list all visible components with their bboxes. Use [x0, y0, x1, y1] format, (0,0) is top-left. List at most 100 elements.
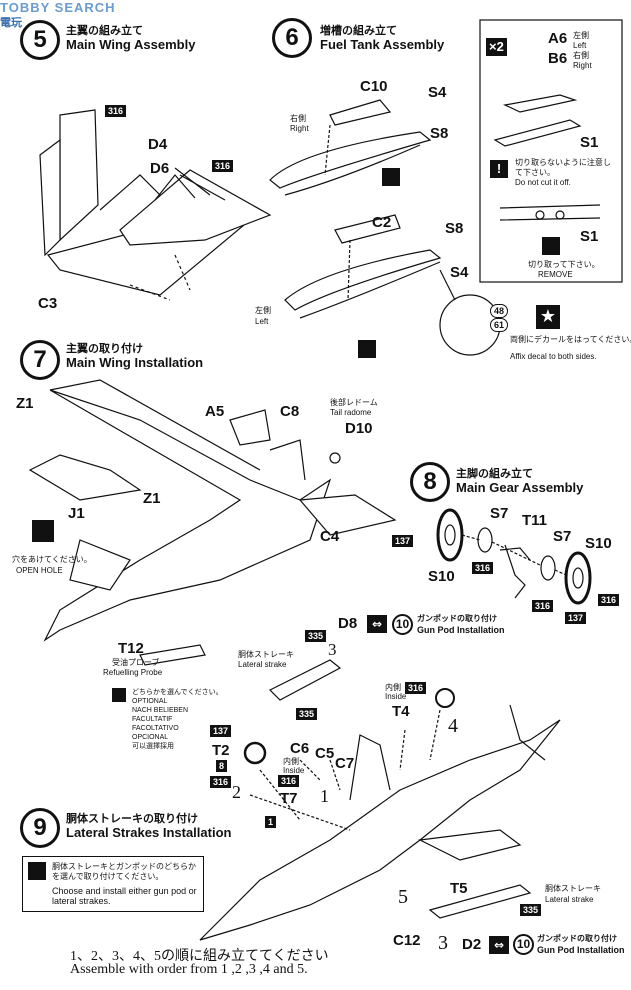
step-5-title-jp: 主翼の組み立て	[66, 25, 143, 37]
drill-icon	[32, 520, 54, 542]
assembly-order-1: 1	[320, 786, 329, 806]
gun-pod-ref-b: 10	[513, 934, 534, 955]
corner-watermark: 電玩	[0, 17, 22, 29]
choose-icon	[28, 862, 46, 880]
b6-side-en: Right	[573, 61, 592, 70]
nocut-note-jp: 切り取らないように注意して下さい。	[515, 158, 611, 177]
gun-pod-note-en-a: Gun Pod Installation	[417, 625, 505, 635]
paint-ref-335-c: 335	[520, 904, 542, 916]
right-label-jp: 右側	[290, 114, 306, 123]
step-7-title-jp: 主翼の取り付け	[66, 343, 143, 355]
left-label-en: Left	[255, 317, 269, 326]
watermark-logo: TOBBY SEARCH	[0, 0, 116, 15]
part-t11: T11	[522, 512, 548, 529]
step-9-number: 9	[20, 808, 60, 848]
paint-chip-icon-b	[358, 340, 376, 358]
step-8-number: 8	[410, 462, 450, 502]
radome-note-jp: 後部レドーム	[330, 398, 378, 407]
remove-note-jp: 切り取って下さい。	[528, 260, 600, 269]
left-label-jp: 左側	[255, 306, 271, 315]
assembly-order-2: 2	[232, 782, 241, 802]
paint-ref-137-b: 137	[565, 612, 587, 624]
gun-pod-note-jp-b: ガンポッドの取り付け	[537, 934, 617, 943]
fuel-tank-drawing	[269, 99, 501, 356]
part-d10: D10	[345, 420, 373, 437]
part-s4-b: S4	[450, 264, 469, 281]
decal-ref-61: 61	[490, 318, 509, 332]
part-c6: C6	[290, 740, 310, 757]
part-s1-b: S1	[580, 228, 599, 245]
main-wing-parts-drawing	[39, 109, 272, 301]
assembly-order-4: 4	[448, 715, 458, 737]
remove-note-en: REMOVE	[538, 270, 573, 279]
paint-ref-316-h: 316	[278, 775, 300, 787]
paint-ref-316-c: 316	[472, 562, 494, 574]
paint-ref-316-g: 316	[210, 776, 232, 788]
part-c5: C5	[315, 745, 335, 762]
part-c4: C4	[320, 528, 340, 545]
part-d8: D8	[338, 615, 358, 632]
nocut-note-en: Do not cut it off.	[515, 178, 571, 187]
optional-icon	[112, 688, 126, 702]
paint-ref-335-b: 335	[296, 708, 318, 720]
paint-ref-335-a: 335	[305, 630, 327, 642]
part-d4: D4	[148, 136, 168, 153]
inside-note-jp-b: 内側	[283, 757, 299, 766]
part-s4-a: S4	[428, 84, 447, 101]
step-9-title-en: Lateral Strakes Installation	[66, 825, 232, 840]
step-6-title-jp: 増槽の組み立て	[320, 25, 397, 37]
strake-note-en-b: Lateral strake	[545, 895, 594, 904]
part-b6: B6	[548, 50, 568, 67]
paint-ref-1: 1	[265, 816, 277, 828]
paint-ref-8: 8	[216, 760, 228, 772]
inside-note-jp-a: 内側	[385, 683, 401, 692]
radome-note-en: Tail radome	[330, 408, 372, 417]
paint-ref-316-e: 316	[598, 594, 620, 606]
decal-note-en: Affix decal to both sides.	[510, 352, 597, 361]
right-label-en: Right	[290, 124, 309, 133]
paint-ref-137-a: 137	[392, 535, 414, 547]
part-c12: C12	[393, 932, 421, 949]
part-s8-b: S8	[445, 220, 464, 237]
part-t5: T5	[450, 880, 468, 897]
step-8-title-en: Main Gear Assembly	[456, 480, 584, 495]
paint-chip-icon-a	[382, 168, 400, 186]
aircraft-strake-installation-drawing	[199, 659, 561, 941]
optional-note: どちらかを選んでください。 OPTIONAL NACH BELIEBEN FAC…	[132, 689, 223, 750]
cut-icon	[542, 237, 560, 255]
step-7-title-en: Main Wing Installation	[66, 355, 204, 370]
hole-note-en: OPEN HOLE	[16, 566, 63, 575]
gun-pod-note-en-b: Gun Pod Installation	[537, 945, 625, 955]
decal-star-icon: ★	[536, 305, 560, 329]
strake-note-jp-b: 胴体ストレーキ	[545, 884, 601, 893]
strake-note-en-a: Lateral strake	[238, 660, 287, 669]
option-arrow-icon-b: ⇔	[489, 936, 509, 954]
paint-ref-316-a: 316	[105, 105, 127, 117]
paint-ref-137-c: 137	[210, 725, 232, 737]
part-t4: T4	[392, 703, 410, 720]
warning-icon: !	[490, 160, 508, 178]
choose-note-jp: 胴体ストレーキとガンポッドのどちらかを選んで取り付けてください。	[52, 862, 196, 881]
decal-note-jp: 両側にデカールをはってください。	[510, 335, 631, 344]
part-s8-a: S8	[430, 125, 449, 142]
paint-ref-316-b: 316	[212, 160, 234, 172]
step-5-title-en: Main Wing Assembly	[66, 37, 196, 52]
step-8-title-jp: 主脚の組み立て	[456, 468, 533, 480]
part-s10-b: S10	[585, 535, 612, 552]
step-7-number: 7	[20, 340, 60, 380]
gun-pod-ref-a: 10	[392, 614, 413, 635]
part-t7: T7	[280, 790, 298, 807]
option-arrow-icon-a: ⇔	[367, 615, 387, 633]
choose-box	[22, 856, 204, 912]
paint-ref-316-d: 316	[532, 600, 554, 612]
part-d6: D6	[150, 160, 170, 177]
part-c7: C7	[335, 755, 355, 772]
assembly-order-note-en: Assemble with order from 1 ,2 ,3 ,4 and …	[70, 962, 308, 977]
assembly-order-5: 5	[398, 886, 408, 908]
part-c10: C10	[360, 78, 388, 95]
probe-note-en: Refuelling Probe	[103, 668, 163, 677]
strake-note-jp-a: 胴体ストレーキ	[238, 650, 294, 659]
step-5-number: 5	[20, 20, 60, 60]
hole-note-jp: 穴をあけてください。	[12, 555, 92, 564]
part-a5: A5	[205, 403, 225, 420]
